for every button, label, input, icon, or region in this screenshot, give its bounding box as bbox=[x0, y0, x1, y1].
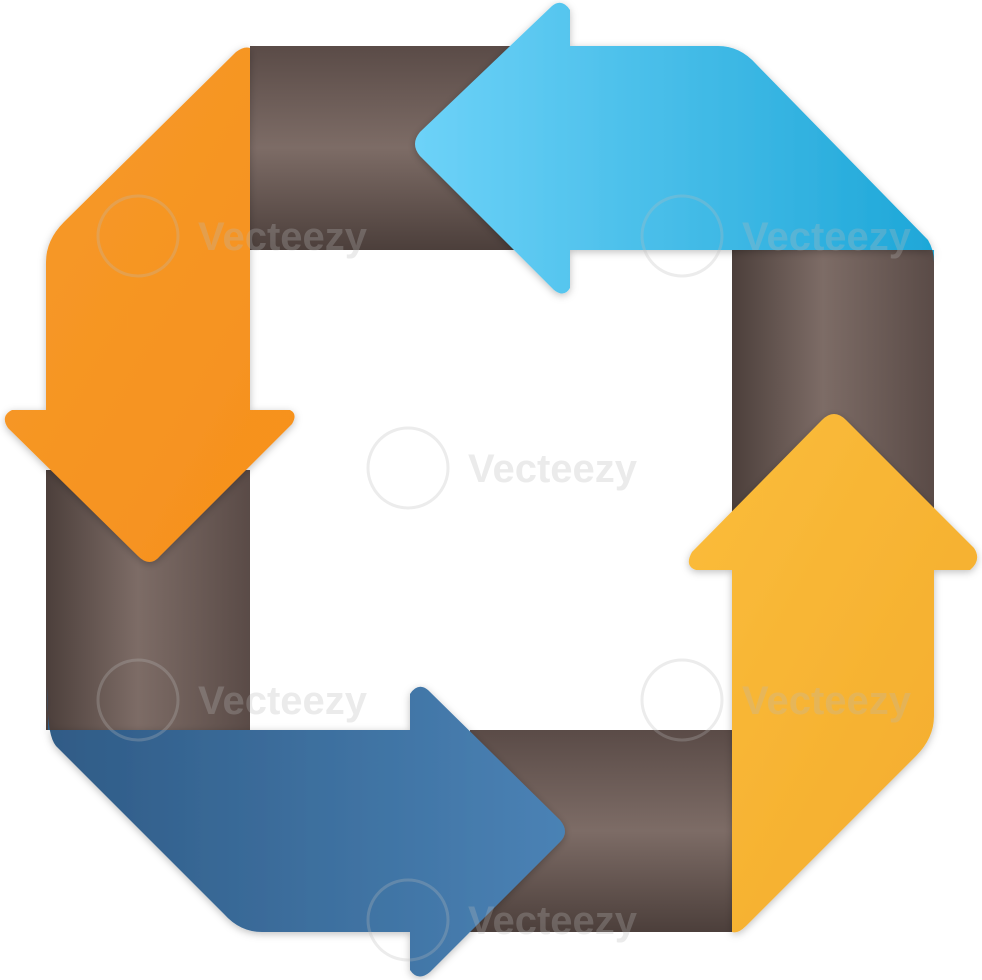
watermark: Vecteezy Vecteezy Vecteezy Vecteezy Vect… bbox=[96, 194, 912, 962]
dark-blue-arrow bbox=[47, 686, 565, 977]
watermark-text: Vecteezy bbox=[198, 679, 368, 723]
arrow-left-icon bbox=[415, 2, 934, 294]
watermark-text: Vecteezy bbox=[468, 899, 638, 943]
orange-arrow bbox=[4, 47, 295, 562]
arrow-right-icon bbox=[47, 686, 565, 977]
light-blue-arrow bbox=[415, 2, 934, 294]
watermark-text: Vecteezy bbox=[742, 679, 912, 723]
vecteezy-logo-icon bbox=[96, 194, 724, 962]
yellow-arrow bbox=[688, 414, 978, 933]
watermark-text: Vecteezy bbox=[742, 215, 912, 259]
arrow-up-icon bbox=[688, 414, 978, 933]
watermark-text: Vecteezy bbox=[198, 215, 368, 259]
arrow-down-icon bbox=[4, 47, 295, 562]
watermark-text: Vecteezy bbox=[468, 447, 638, 491]
